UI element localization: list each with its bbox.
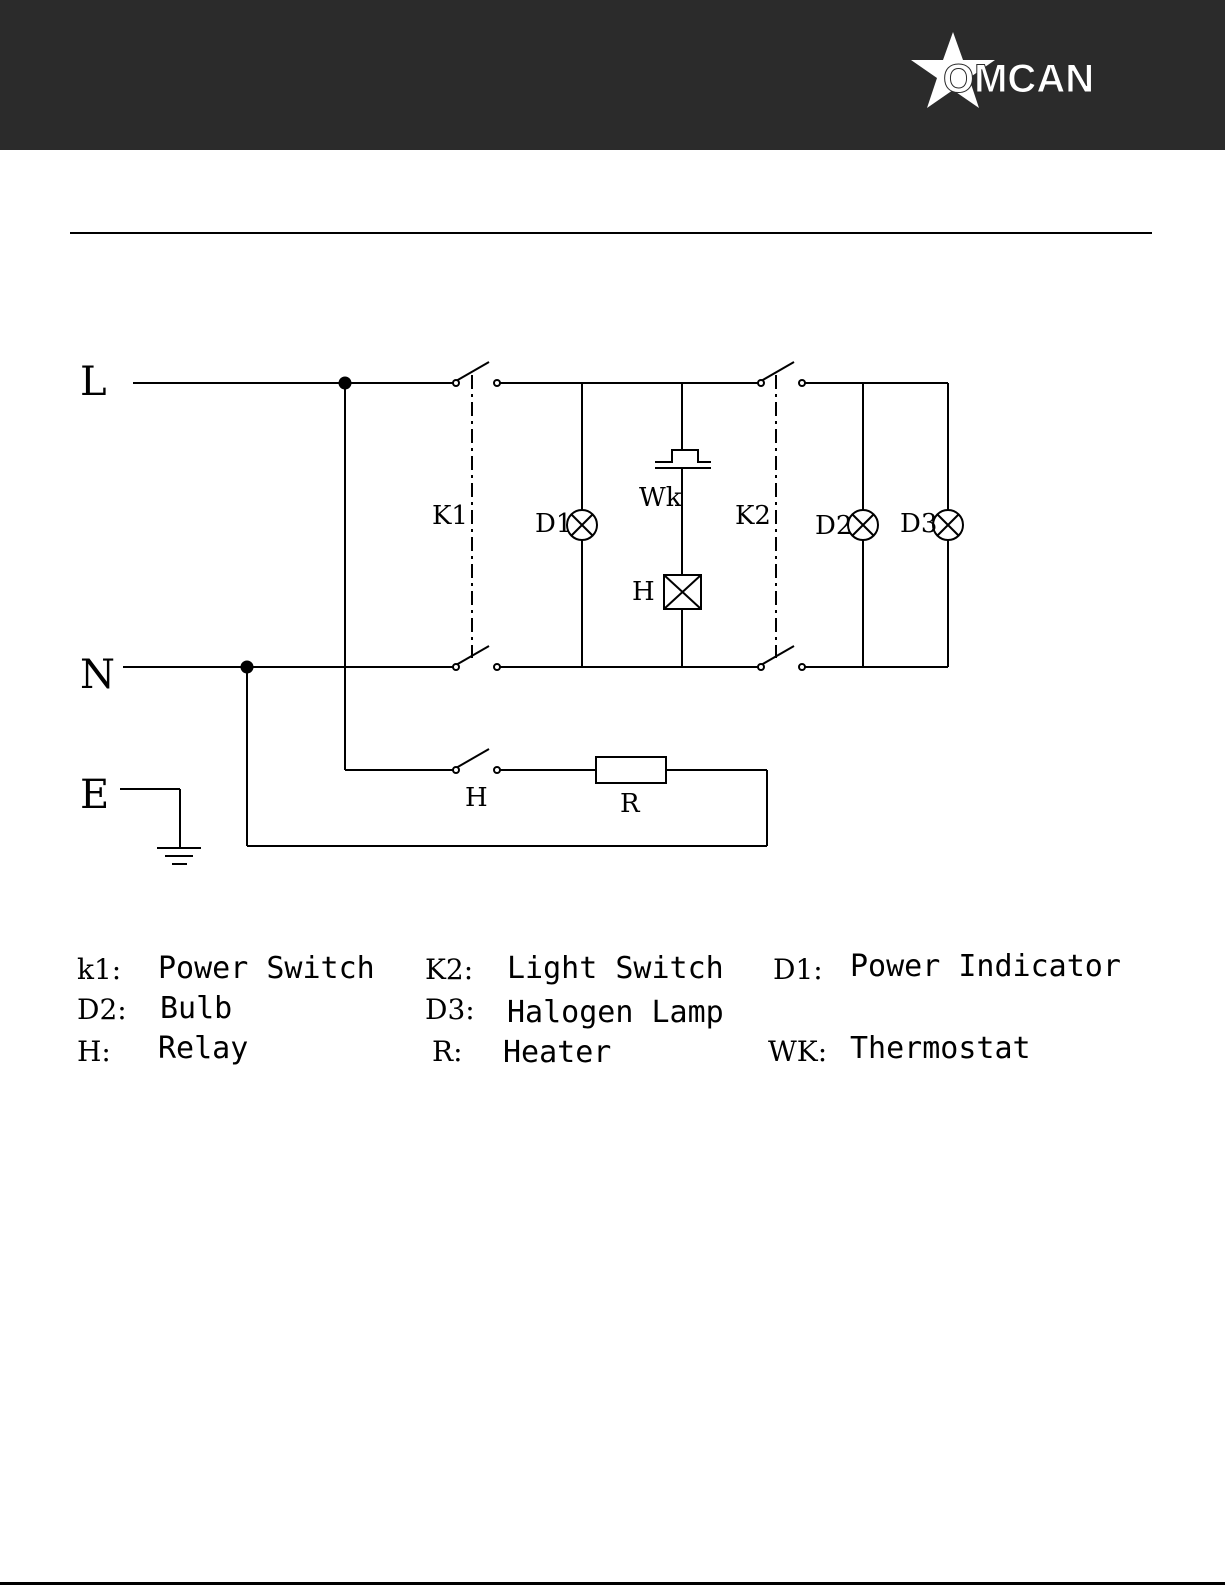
logo-text: OMCAN xyxy=(943,57,1094,101)
switch-k1-top xyxy=(453,362,500,386)
k1-label: K1 xyxy=(432,501,468,531)
junction-dot-l xyxy=(339,377,352,390)
legend-key: k1: xyxy=(77,953,121,986)
d2-label: D2 xyxy=(815,511,852,541)
switch-relay-h xyxy=(453,749,500,773)
legend-desc: Thermostat xyxy=(850,1031,1031,1066)
earth-ground-icon xyxy=(157,848,201,864)
omcan-logo: OMCAN xyxy=(905,30,1150,125)
switch-k2-top xyxy=(758,362,805,386)
wires xyxy=(120,383,948,848)
legend-desc: Heater xyxy=(503,1035,611,1070)
d1-label: D1 xyxy=(535,509,572,539)
heater-resistor-icon xyxy=(596,757,666,783)
terminal-e-label: E xyxy=(80,772,109,818)
relay-coil-label: H xyxy=(632,577,655,607)
component-legend: k1: Power Switch K2: Light Switch D1: Po… xyxy=(0,945,1225,1075)
legend-key: D3: xyxy=(425,993,475,1026)
legend-key: WK: xyxy=(768,1035,827,1068)
legend-key: D2: xyxy=(77,993,127,1026)
k2-label: K2 xyxy=(735,501,771,531)
switch-k2-bottom xyxy=(758,646,805,670)
lamp-d3-icon xyxy=(933,510,963,540)
legend-desc: Halogen Lamp xyxy=(507,995,724,1030)
wk-label: Wk xyxy=(639,483,682,513)
terminal-l-label: L xyxy=(80,359,107,405)
relay-coil-icon xyxy=(664,575,701,609)
legend-key: H: xyxy=(77,1035,111,1068)
d3-label: D3 xyxy=(900,509,937,539)
thermostat-icon xyxy=(655,450,711,468)
relay-switch-label: H xyxy=(465,783,488,813)
legend-key: R: xyxy=(432,1035,463,1068)
legend-desc: Power Indicator xyxy=(850,949,1121,984)
wiring-diagram: L N E K1 K2 D1 D2 D3 Wk H H R xyxy=(0,330,1225,890)
legend-key: K2: xyxy=(425,953,473,986)
legend-desc: Relay xyxy=(158,1031,248,1066)
lamp-d2-icon xyxy=(848,510,878,540)
legend-desc: Light Switch xyxy=(507,951,724,986)
heater-label: R xyxy=(620,789,641,819)
page-header: OMCAN xyxy=(0,0,1225,150)
legend-key: D1: xyxy=(773,953,823,986)
legend-desc: Bulb xyxy=(160,991,232,1026)
terminal-n-label: N xyxy=(80,652,115,698)
legend-desc: Power Switch xyxy=(158,951,375,986)
junction-dot-n xyxy=(241,661,254,674)
header-divider xyxy=(70,232,1152,234)
switch-k1-bottom xyxy=(453,646,500,670)
